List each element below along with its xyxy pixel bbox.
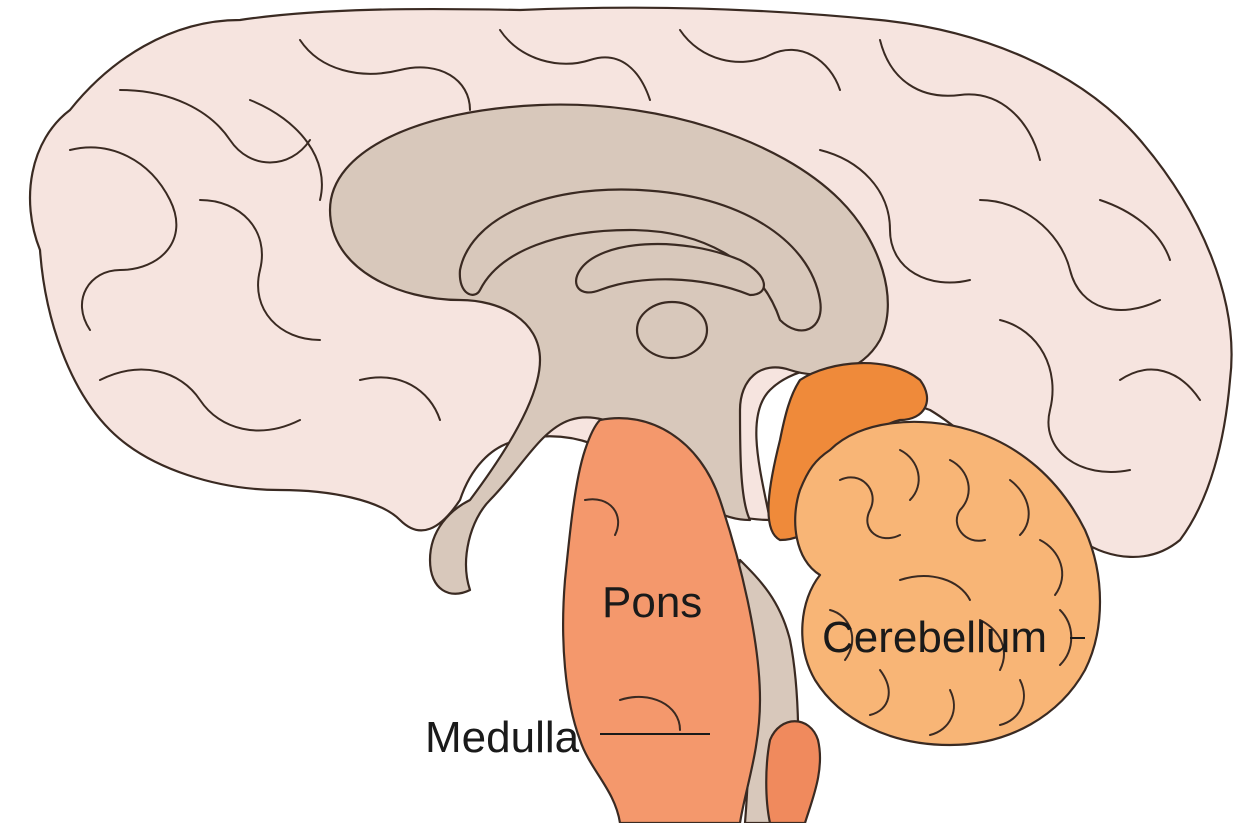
label-cerebellum: Cerebellum <box>822 613 1047 662</box>
label-pons: Pons <box>602 578 702 627</box>
label-medulla: Medulla <box>425 713 580 762</box>
medulla <box>766 721 820 823</box>
thalamus-mass <box>637 302 707 358</box>
